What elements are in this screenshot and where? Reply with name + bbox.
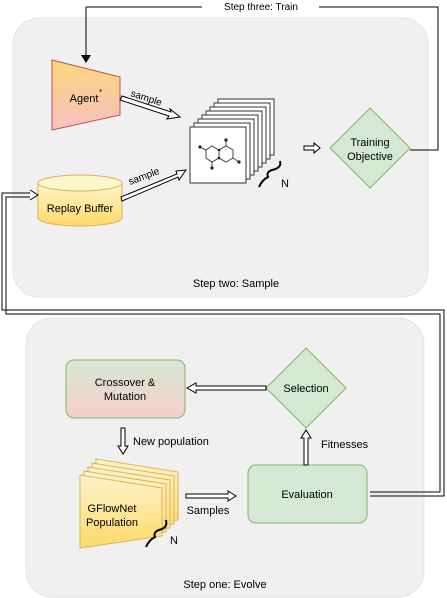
agent-superscript: * bbox=[99, 88, 102, 97]
fitnesses-arrow bbox=[300, 429, 312, 466]
buffer-sample-arrow bbox=[120, 169, 188, 202]
samples-label: Samples bbox=[187, 505, 230, 517]
train-loop-line bbox=[85, 6, 439, 151]
gflownet-population-line1: GFlowNet bbox=[88, 503, 137, 515]
new-population-arrow bbox=[117, 427, 129, 455]
buffer-feed-arrowhead bbox=[29, 189, 39, 201]
gflownet-population-line2: Population bbox=[86, 517, 138, 529]
replay-buffer-node bbox=[37, 174, 123, 227]
samples-arrow bbox=[185, 490, 237, 502]
evolve-panel-caption: Step one: Evolve bbox=[183, 579, 266, 591]
sample-stack-brace bbox=[258, 160, 282, 188]
train-loop-arrowhead bbox=[81, 55, 91, 63]
crossover-mutation-line1: Crossover & bbox=[95, 377, 156, 389]
population-brace bbox=[145, 519, 168, 548]
selection-node bbox=[265, 347, 347, 429]
fitnesses-label: Fitnesses bbox=[321, 439, 369, 451]
evaluation-label: Evaluation bbox=[281, 489, 332, 501]
sample-panel-caption: Step two: Sample bbox=[193, 278, 279, 290]
training-objective-node bbox=[329, 107, 411, 189]
training-objective-line2: Objective bbox=[347, 151, 393, 163]
buffer-feed-line-inner bbox=[5, 196, 441, 493]
gflownet-population-node bbox=[79, 458, 179, 549]
top-loop-label: Step three: Train bbox=[224, 2, 298, 13]
agent-label: Agent bbox=[70, 93, 99, 105]
sample-stack-count: N bbox=[281, 178, 289, 190]
buffer-feed-line-outer bbox=[1, 192, 445, 497]
crossover-mutation-node bbox=[65, 359, 186, 419]
selection-to-crossover-arrow bbox=[185, 382, 267, 394]
training-objective-line1: Training bbox=[350, 137, 389, 149]
new-population-label: New population bbox=[133, 436, 209, 448]
selection-label: Selection bbox=[283, 383, 328, 395]
population-count: N bbox=[170, 535, 178, 547]
to-training-arrow bbox=[303, 141, 321, 155]
agent-node bbox=[51, 59, 121, 131]
top-loop-label-bg bbox=[202, 0, 319, 14]
agent-sample-arrow bbox=[119, 95, 182, 120]
molecule-atoms bbox=[198, 138, 241, 170]
crossover-mutation-line2: Mutation bbox=[104, 391, 146, 403]
replay-buffer-label: Replay Buffer bbox=[47, 203, 114, 215]
